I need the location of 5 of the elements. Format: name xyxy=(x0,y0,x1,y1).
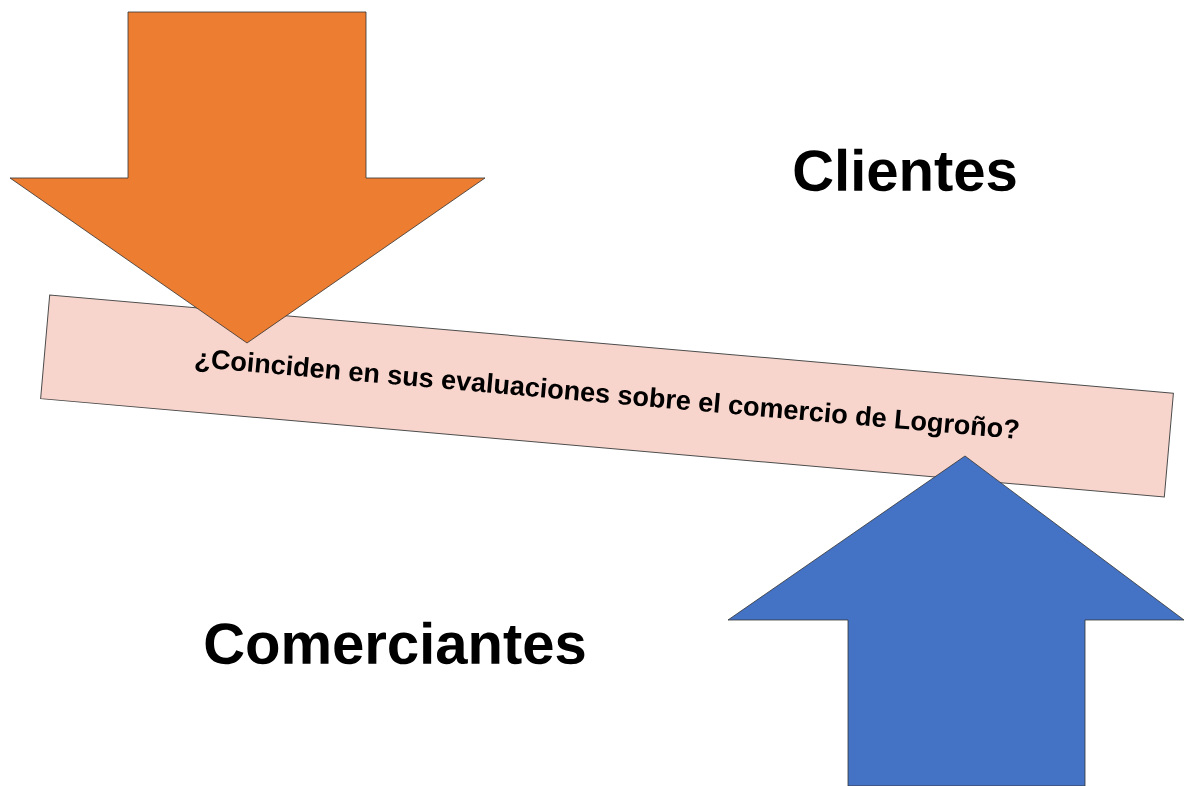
heading-label: Clientes xyxy=(794,148,1016,192)
heading-label: Comerciantes xyxy=(205,621,585,665)
question-band: ¿Coinciden en sus evaluaciones sobre el comercio de Logroño? xyxy=(40,294,1174,498)
block-arrow xyxy=(727,455,1184,786)
block-arrow xyxy=(9,11,486,344)
